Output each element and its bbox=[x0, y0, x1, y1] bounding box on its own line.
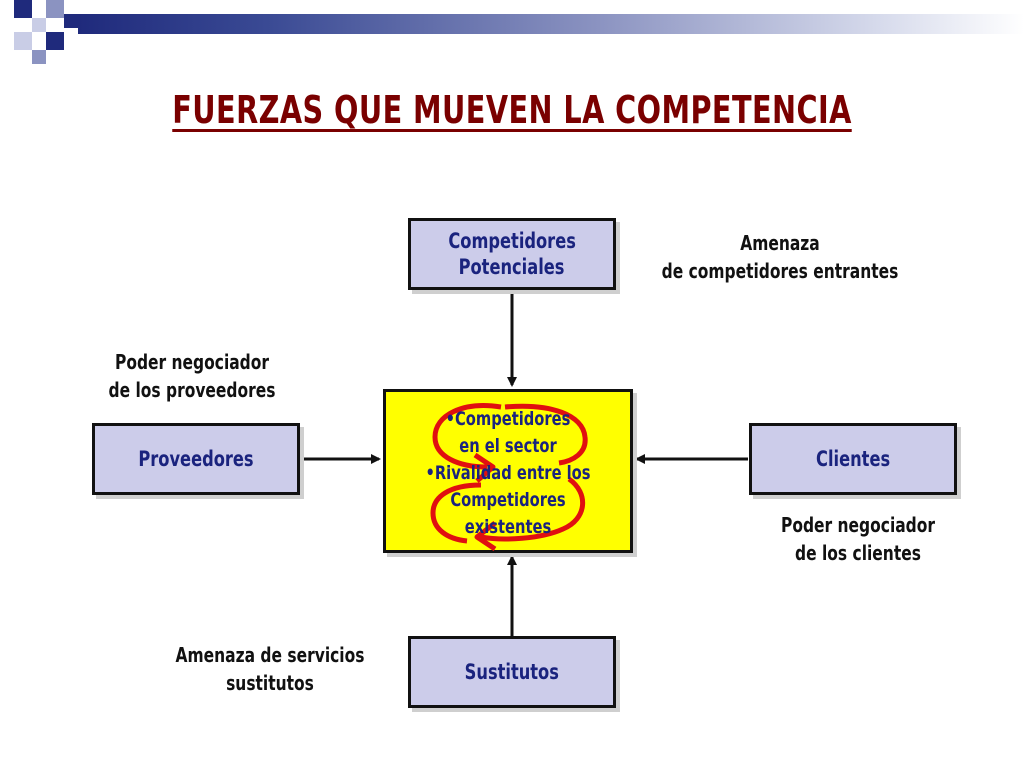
center-line: •Competidores bbox=[445, 408, 571, 430]
label-line: Poder negociador bbox=[780, 513, 936, 537]
box-sustitutos: Sustitutos bbox=[408, 636, 616, 708]
label-amenaza-entrantes: Amenaza de competidores entrantes bbox=[640, 229, 920, 285]
center-line: existentes bbox=[464, 516, 552, 538]
center-text: •Competidores en el sector •Rivalidad en… bbox=[386, 406, 630, 541]
box-label: Clientes bbox=[815, 447, 891, 471]
cycle-arrows-icon bbox=[430, 403, 588, 552]
box-proveedores: Proveedores bbox=[92, 423, 300, 495]
header-gradient-bar bbox=[78, 14, 1024, 34]
deco-square bbox=[46, 0, 64, 18]
center-line: Competidores bbox=[450, 489, 566, 511]
deco-square bbox=[14, 32, 32, 50]
deco-square bbox=[46, 32, 64, 50]
label-poder-clientes: Poder negociador de los clientes bbox=[738, 511, 978, 567]
label-line: Amenaza bbox=[740, 231, 820, 255]
box-competidores-potenciales: Competidores Potenciales bbox=[408, 218, 616, 290]
deco-square bbox=[32, 50, 46, 64]
deco-square bbox=[64, 14, 78, 28]
label-amenaza-sustitutos: Amenaza de servicios sustitutos bbox=[150, 641, 390, 697]
box-label-line: Competidores bbox=[448, 229, 576, 253]
label-line: Amenaza de servicios bbox=[175, 643, 365, 667]
box-label-line: Potenciales bbox=[459, 255, 565, 279]
box-rivalidad-central: •Competidores en el sector •Rivalidad en… bbox=[383, 389, 633, 553]
label-line: Poder negociador bbox=[114, 350, 270, 374]
label-poder-proveedores: Poder negociador de los proveedores bbox=[72, 348, 312, 404]
label-line: de los clientes bbox=[795, 541, 921, 565]
center-line: en el sector bbox=[459, 435, 557, 457]
label-line: de los proveedores bbox=[108, 378, 276, 402]
box-clientes: Clientes bbox=[749, 423, 957, 495]
label-line: sustitutos bbox=[226, 671, 314, 695]
center-line: •Rivalidad entre los bbox=[425, 462, 591, 484]
slide-title: FUERZAS QUE MUEVEN LA COMPETENCIA bbox=[172, 88, 852, 132]
label-line: de competidores entrantes bbox=[661, 259, 899, 283]
deco-square bbox=[32, 18, 46, 32]
box-label: Sustitutos bbox=[464, 660, 560, 684]
box-label: Proveedores bbox=[138, 447, 254, 471]
deco-square bbox=[14, 0, 32, 18]
